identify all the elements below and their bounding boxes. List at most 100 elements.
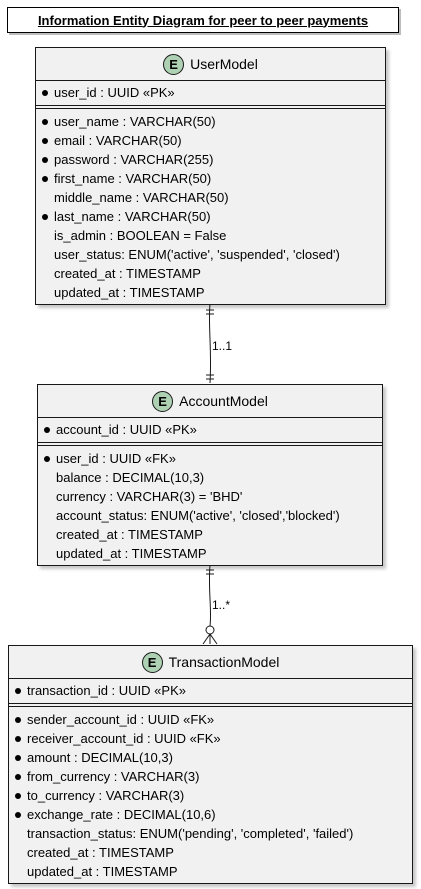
attribute-text: updated_at : TIMESTAMP <box>56 546 207 561</box>
attribute-text: account_id : UUID «PK» <box>56 422 197 437</box>
entity-badge-icon: E <box>141 651 163 673</box>
entity-badge-icon: E <box>163 53 185 75</box>
entity-keys: transaction_id : UUID «PK» <box>9 679 412 703</box>
entity-name: TransactionModel <box>168 654 280 670</box>
diagram-title-box: Information Entity Diagram for peer to p… <box>7 7 399 33</box>
key-divider <box>38 442 382 446</box>
attribute-text: created_at : TIMESTAMP <box>27 845 174 860</box>
attribute-row: sender_account_id : UUID «FK» <box>9 710 412 729</box>
entity-attributes: sender_account_id : UUID «FK» receiver_a… <box>9 707 412 883</box>
key-divider <box>9 703 412 707</box>
key-divider <box>36 105 385 109</box>
attribute-row: account_status: ENUM('active', 'closed',… <box>38 506 382 525</box>
attribute-row: password : VARCHAR(255) <box>36 150 385 169</box>
attribute-row: user_status: ENUM('active', 'suspended',… <box>36 245 385 264</box>
entity-header: E AccountModel <box>38 385 382 417</box>
diagram-title: Information Entity Diagram for peer to p… <box>37 12 369 28</box>
attribute-row: user_name : VARCHAR(50) <box>36 112 385 131</box>
attribute-text: updated_at : TIMESTAMP <box>54 285 205 300</box>
header-divider <box>38 417 382 418</box>
relationship-label-account-transaction: 1..* <box>212 598 231 612</box>
attribute-text: user_name : VARCHAR(50) <box>54 114 216 129</box>
attribute-text: middle_name : VARCHAR(50) <box>54 190 229 205</box>
attribute-row: to_currency : VARCHAR(3) <box>9 786 412 805</box>
attribute-text: password : VARCHAR(255) <box>54 152 214 167</box>
attribute-text: exchange_rate : DECIMAL(10,6) <box>27 807 216 822</box>
attribute-row: user_id : UUID «FK» <box>38 449 382 468</box>
attribute-row: updated_at : TIMESTAMP <box>36 283 385 302</box>
attribute-row: last_name : VARCHAR(50) <box>36 207 385 226</box>
attribute-row: currency : VARCHAR(3) = 'BHD' <box>38 487 382 506</box>
required-dot-icon <box>15 688 21 694</box>
entity-transaction-model: E TransactionModel transaction_id : UUID… <box>8 645 413 884</box>
relationship-user-account <box>206 303 214 384</box>
attribute-text: to_currency : VARCHAR(3) <box>27 788 185 803</box>
required-dot-icon <box>15 717 21 723</box>
required-dot-icon <box>15 793 21 799</box>
attribute-row: receiver_account_id : UUID «FK» <box>9 729 412 748</box>
attribute-text: account_status: ENUM('active', 'closed',… <box>56 508 340 523</box>
entity-name: AccountModel <box>179 393 268 409</box>
relationship-label-user-account: 1..1 <box>212 339 233 353</box>
attribute-row: updated_at : TIMESTAMP <box>38 544 382 563</box>
attribute-text: balance : DECIMAL(10,3) <box>56 470 205 485</box>
attribute-row: amount : DECIMAL(10,3) <box>9 748 412 767</box>
entity-name: UserModel <box>190 56 258 72</box>
attribute-text: user_status: ENUM('active', 'suspended',… <box>54 247 340 262</box>
entity-keys: account_id : UUID «PK» <box>38 418 382 442</box>
relationship-account-transaction <box>202 564 218 645</box>
attribute-text: user_id : UUID «FK» <box>56 451 176 466</box>
attribute-row: is_admin : BOOLEAN = False <box>36 226 385 245</box>
attribute-row: exchange_rate : DECIMAL(10,6) <box>9 805 412 824</box>
entity-user-model: E UserModel user_id : UUID «PK» user_nam… <box>35 47 386 305</box>
attribute-text: first_name : VARCHAR(50) <box>54 171 212 186</box>
attribute-row: created_at : TIMESTAMP <box>9 843 412 862</box>
required-dot-icon <box>42 157 48 163</box>
attribute-row: transaction_id : UUID «PK» <box>9 681 412 700</box>
attribute-text: last_name : VARCHAR(50) <box>54 209 211 224</box>
entity-account-model: E AccountModel account_id : UUID «PK» us… <box>37 384 383 566</box>
required-dot-icon <box>44 456 50 462</box>
required-dot-icon <box>42 119 48 125</box>
attribute-row: created_at : TIMESTAMP <box>36 264 385 283</box>
required-dot-icon <box>15 755 21 761</box>
attribute-text: email : VARCHAR(50) <box>54 133 182 148</box>
header-divider <box>9 678 412 679</box>
attribute-text: is_admin : BOOLEAN = False <box>54 228 227 243</box>
attribute-text: receiver_account_id : UUID «FK» <box>27 731 221 746</box>
attribute-row: account_id : UUID «PK» <box>38 420 382 439</box>
attribute-text: transaction_status: ENUM('pending', 'com… <box>27 826 354 841</box>
attribute-text: updated_at : TIMESTAMP <box>27 864 178 879</box>
entity-header: E TransactionModel <box>9 646 412 678</box>
required-dot-icon <box>44 427 50 433</box>
attribute-row: balance : DECIMAL(10,3) <box>38 468 382 487</box>
attribute-text: amount : DECIMAL(10,3) <box>27 750 173 765</box>
attribute-row: middle_name : VARCHAR(50) <box>36 188 385 207</box>
entity-badge-icon: E <box>152 390 174 412</box>
attribute-text: created_at : TIMESTAMP <box>56 527 203 542</box>
attribute-text: currency : VARCHAR(3) = 'BHD' <box>56 489 243 504</box>
attribute-row: created_at : TIMESTAMP <box>38 525 382 544</box>
attribute-text: user_id : UUID «PK» <box>54 85 175 100</box>
required-dot-icon <box>15 812 21 818</box>
required-dot-icon <box>42 214 48 220</box>
entity-keys: user_id : UUID «PK» <box>36 81 385 105</box>
required-dot-icon <box>42 90 48 96</box>
attribute-row: first_name : VARCHAR(50) <box>36 169 385 188</box>
attribute-row: user_id : UUID «PK» <box>36 83 385 102</box>
entity-header: E UserModel <box>36 48 385 80</box>
attribute-row: from_currency : VARCHAR(3) <box>9 767 412 786</box>
required-dot-icon <box>42 138 48 144</box>
attribute-row: updated_at : TIMESTAMP <box>9 862 412 881</box>
attribute-row: transaction_status: ENUM('pending', 'com… <box>9 824 412 843</box>
attribute-row: email : VARCHAR(50) <box>36 131 385 150</box>
entity-attributes: user_name : VARCHAR(50) email : VARCHAR(… <box>36 109 385 304</box>
attribute-text: from_currency : VARCHAR(3) <box>27 769 200 784</box>
required-dot-icon <box>15 774 21 780</box>
attribute-text: created_at : TIMESTAMP <box>54 266 201 281</box>
required-dot-icon <box>15 736 21 742</box>
attribute-text: sender_account_id : UUID «FK» <box>27 712 215 727</box>
entity-attributes: user_id : UUID «FK» balance : DECIMAL(10… <box>38 446 382 565</box>
header-divider <box>36 80 385 81</box>
